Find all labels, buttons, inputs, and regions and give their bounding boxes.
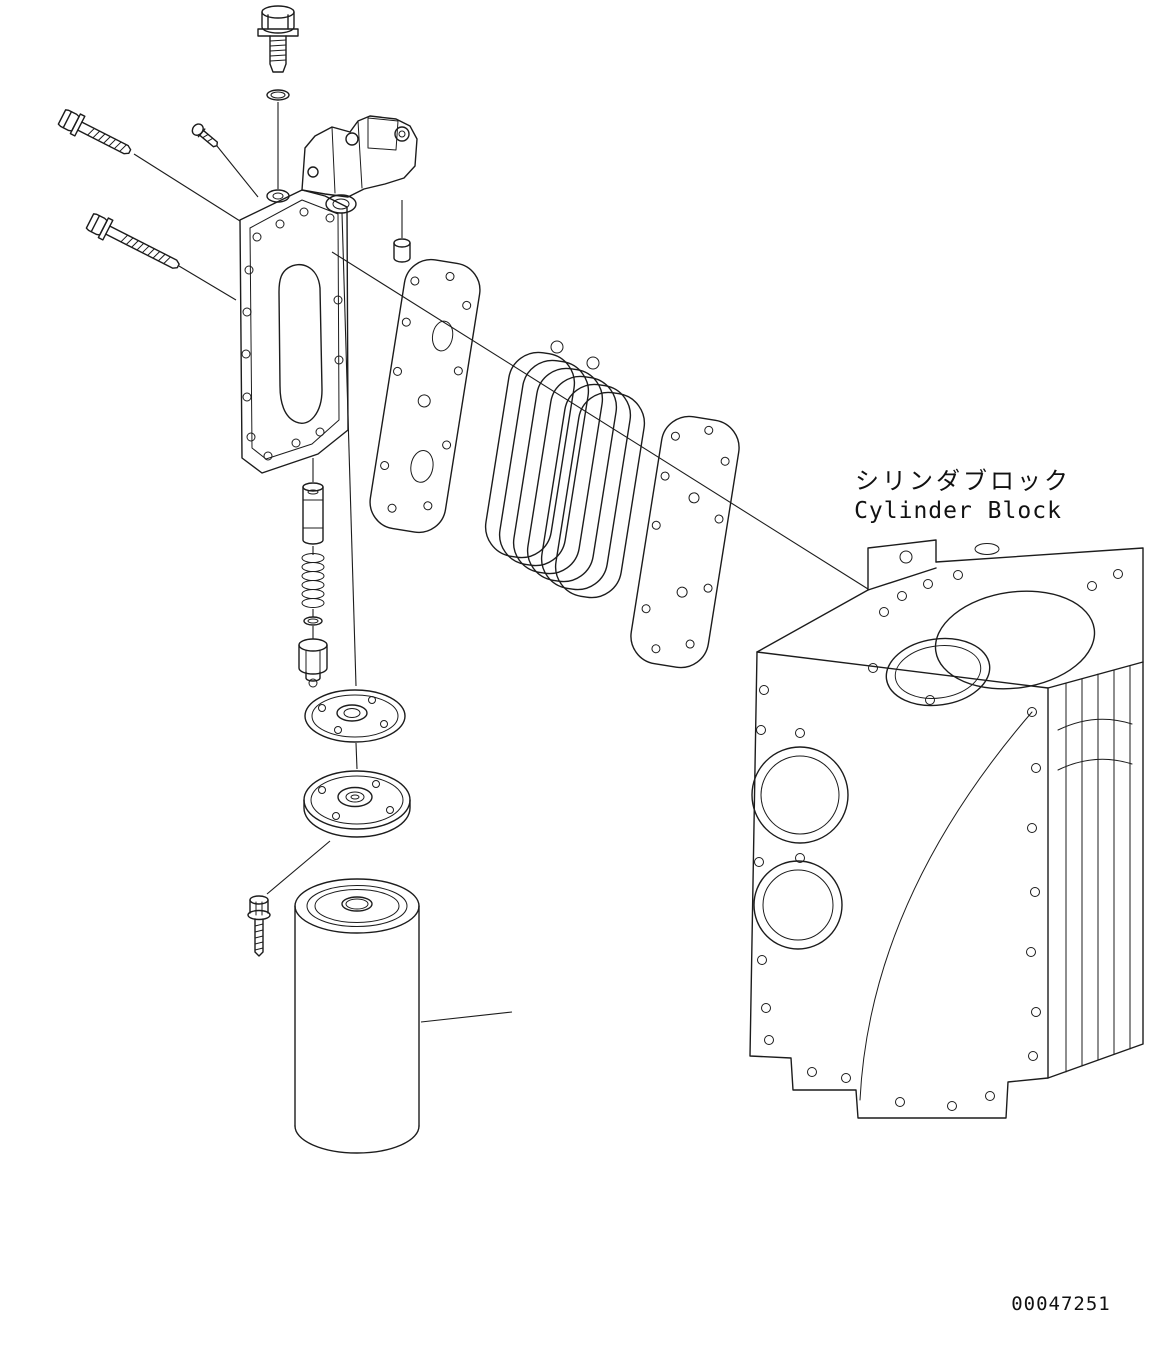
- cylinder-block-label-en: Cylinder Block: [854, 498, 1062, 524]
- leader-line: [266, 840, 331, 895]
- leader-line: [178, 265, 237, 301]
- adapter-plate-1: [304, 689, 406, 743]
- small-bolt: [191, 123, 219, 148]
- oil-cooler-cover: [239, 115, 418, 474]
- filter-mount-bolt: [247, 895, 271, 957]
- o-ring: [266, 89, 290, 101]
- mounting-bolt-long-1: [57, 109, 132, 155]
- relief-valve-plunger: [302, 482, 324, 545]
- oil-filter-cartridge: [294, 878, 420, 1154]
- adapter-plate-2: [303, 770, 411, 838]
- cover-fitting-nut: [393, 238, 411, 263]
- leader-line: [133, 153, 241, 222]
- leader-lines: [133, 102, 869, 1023]
- cover-gasket: [369, 258, 481, 534]
- oil-cooler-core: [484, 340, 646, 599]
- cylinder-block-label-ja: シリンダブロック: [855, 467, 1071, 495]
- relief-valve-spring: [301, 553, 325, 608]
- leader-line: [341, 212, 357, 687]
- block-gasket: [630, 415, 740, 669]
- mounting-bolt-long-2: [85, 213, 180, 269]
- washer: [303, 616, 323, 626]
- drawing-number: 00047251: [1011, 1293, 1111, 1315]
- adjusting-nut: [298, 638, 328, 688]
- cylinder-block: [749, 539, 1144, 1119]
- leader-line: [420, 1011, 513, 1023]
- leader-line: [216, 145, 259, 198]
- leader-line: [355, 742, 358, 770]
- filler-plug: [257, 5, 299, 73]
